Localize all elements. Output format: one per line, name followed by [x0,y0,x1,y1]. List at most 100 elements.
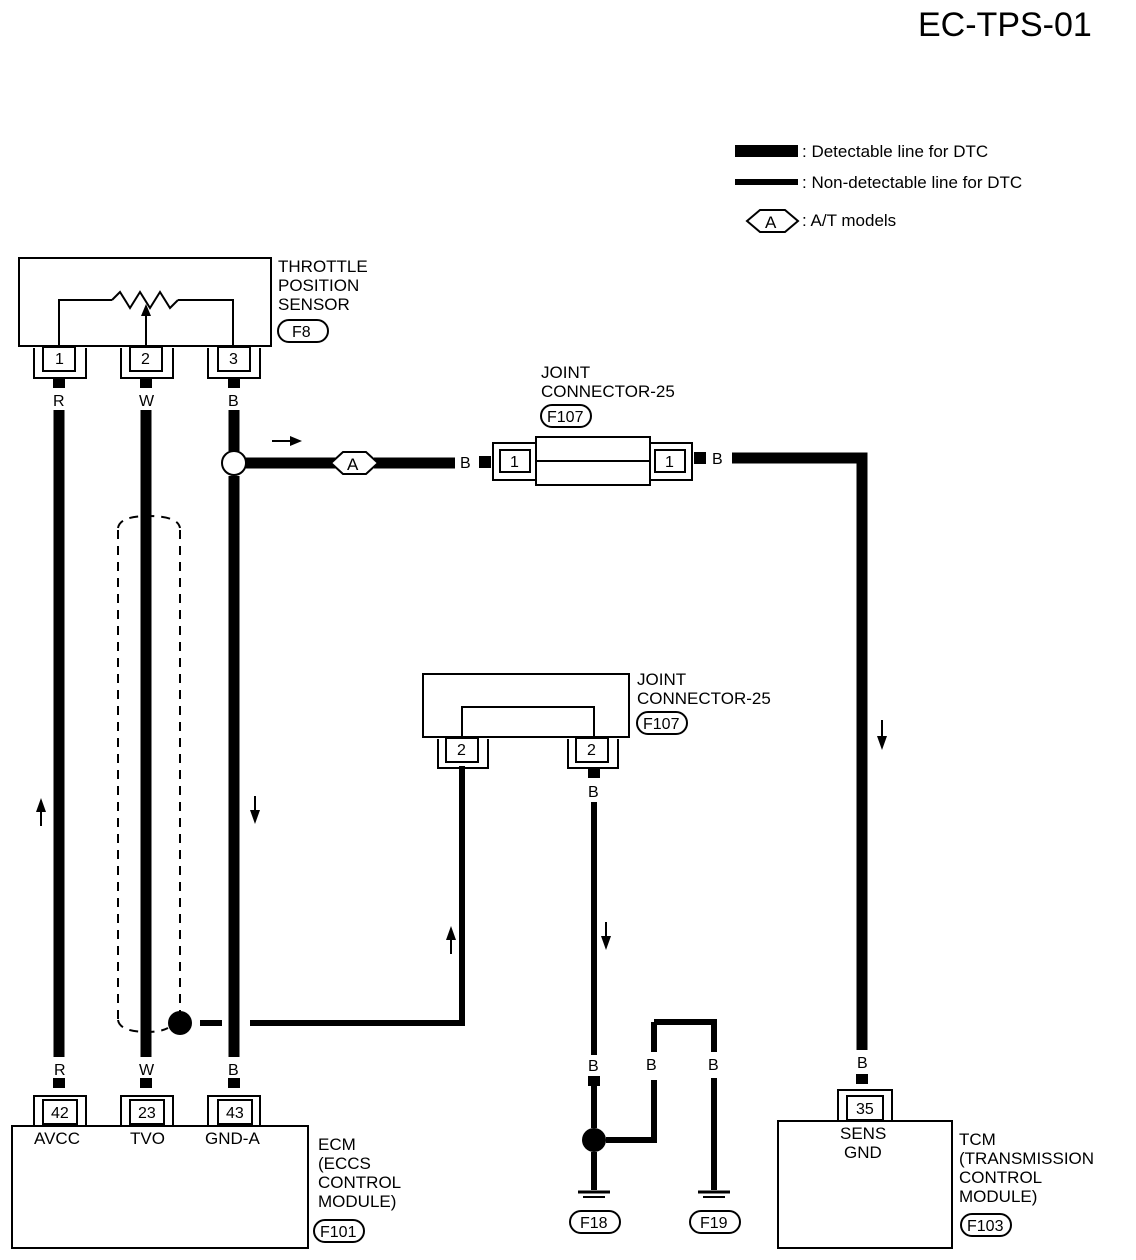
jc-mid-pin-right: 2 [587,742,596,759]
tps-name-1: THROTTLE [278,257,368,276]
jc-mid-pin-left-bracket [437,739,489,769]
ecm-pin-43: 43 [226,1105,244,1122]
tps-name-2: POSITION [278,276,359,295]
ecm-pin-43-bracket [207,1095,261,1125]
flow-arrow-down-right-icon [877,736,887,750]
tcm-pin-35-bracket [837,1089,893,1122]
tcm-name-3: CONTROL [959,1168,1042,1187]
ecm-name-1: ECM [318,1135,356,1154]
flow-arrow-down-mid-icon [601,936,611,950]
wire-color-tps3: B [228,393,239,410]
tps-inner-loop-right [178,299,234,346]
jc-top-name-1: JOINT [541,363,590,382]
ecm-pin-23: 23 [138,1105,156,1122]
wire-color-tps2: W [139,393,155,410]
jc-top-pin-left-box [499,449,531,473]
legend-detectable-text: : Detectable line for DTC [802,142,988,161]
ecm-pin-42-bracket [33,1095,87,1125]
legend-non-detectable-line [735,179,798,185]
ground-f19-icon [698,1190,730,1198]
tcm-pin-name-2: GND [844,1143,882,1162]
ecm-pin-42-box [42,1099,78,1125]
tcm-connector-badge [960,1213,1012,1237]
tps-name-3: SENSOR [278,295,350,314]
diagram-title: EC-TPS-01 [918,6,1092,44]
flow-arrow-up-mid-icon [446,926,456,940]
wire-color-jc-left-in: B [460,455,471,472]
jc-mid-name-2: CONNECTOR-25 [637,689,771,708]
shield-splice-icon [168,1011,192,1035]
tcm-module: 35 SENS GND TCM (TRANSMISSION CONTROL MO… [777,1089,1094,1249]
tps-pin-1-box [42,346,76,372]
wire-color-ecm23: W [139,1062,155,1079]
wiper-arrow-icon [141,304,151,316]
ground-f18-icon [578,1190,610,1198]
wire-tcm-sens [732,452,868,1050]
ground-f19-label: F19 [700,1215,728,1232]
tps-pin-3-box [217,346,251,372]
ground-f18-badge [569,1210,621,1234]
ecm-pin-name-tvo: TVO [130,1129,165,1148]
jc-mid-connector-badge [636,711,688,735]
wire-color-tps1: R [53,393,65,410]
ecm-name-4: MODULE) [318,1192,396,1211]
joint-connector-top: JOINT CONNECTOR-25 F107 1 1 [492,363,693,486]
jc-top-name-2: CONNECTOR-25 [541,382,675,401]
ecm-pin-43-box [217,1099,253,1125]
at-marker-icon [329,451,380,475]
legend-at-models-text: : A/T models [802,211,896,230]
tps-pin-2: 2 [141,351,150,368]
wire-color-ecm42: R [54,1062,66,1079]
flow-arrow-right-icon [290,436,302,446]
tcm-name-1: TCM [959,1130,996,1149]
flow-arrow-down-icon [250,810,260,824]
ecm-pin-42: 42 [51,1105,69,1122]
legend-non-detectable-text: : Non-detectable line for DTC [802,173,1022,192]
ecm-pin-23-bracket [120,1095,174,1125]
jc-top-pin-right-box [654,449,686,473]
tcm-body [777,1120,953,1249]
jc-top-right-bracket [650,442,693,481]
jc-mid-body [422,673,630,738]
tps-inner-loop [58,299,112,346]
tcm-name-4: MODULE) [959,1187,1037,1206]
jc-mid-pin-left: 2 [457,742,466,759]
jc-top-pin-left: 1 [510,454,519,471]
ecm-module: 42 23 43 AVCC TVO GND-A ECM (ECCS CONTRO… [11,1095,401,1249]
splice-open-icon [221,450,247,476]
jc-mid-connector-label: F107 [643,716,680,733]
jc-mid-name-1: JOINT [637,670,686,689]
tcm-connector-label: F103 [967,1218,1004,1235]
ecm-pin-name-avcc: AVCC [34,1129,80,1148]
wire-color-tcm35: B [857,1055,868,1072]
wire-color-ecm43: B [228,1062,239,1079]
ecm-connector-badge [313,1219,365,1243]
shield-icon [117,514,181,1034]
legend-at-symbol-letter: A [765,213,777,232]
tcm-name-2: (TRANSMISSION [959,1149,1094,1168]
jc-top-pin-right: 1 [665,454,674,471]
wire-shield-drain [250,766,465,1026]
jc-mid-pin-right-box [575,737,609,763]
ecm-connector-label: F101 [320,1224,357,1241]
tcm-pin-name-1: SENS [840,1124,886,1143]
joint-connector-mid: JOINT CONNECTOR-25 F107 2 2 [422,670,771,769]
ground-f19-badge [689,1210,741,1234]
jc-top-connector-badge [540,404,592,428]
wire-color-gnd-f18: B [588,1058,599,1075]
wire-color-gnd-left: B [646,1057,657,1074]
at-marker-letter: A [347,455,359,474]
ecm-name-3: CONTROL [318,1173,401,1192]
legend-at-symbol [745,209,800,233]
wire-color-gnd-right: B [708,1057,719,1074]
wire-color-jc2-out: B [588,784,599,801]
detectable-wires [53,410,868,1057]
ecm-name-2: (ECCS [318,1154,371,1173]
ground-splice-icon [582,1128,606,1152]
ground-f18-label: F18 [580,1215,608,1232]
jc-top-connector-label: F107 [547,409,584,426]
jc-mid-inner-loop [461,706,595,737]
legend: : Detectable line for DTC : Non-detectab… [735,142,1022,233]
tps-pin-2-box [129,346,163,372]
tps-connector-label: F8 [292,324,311,341]
